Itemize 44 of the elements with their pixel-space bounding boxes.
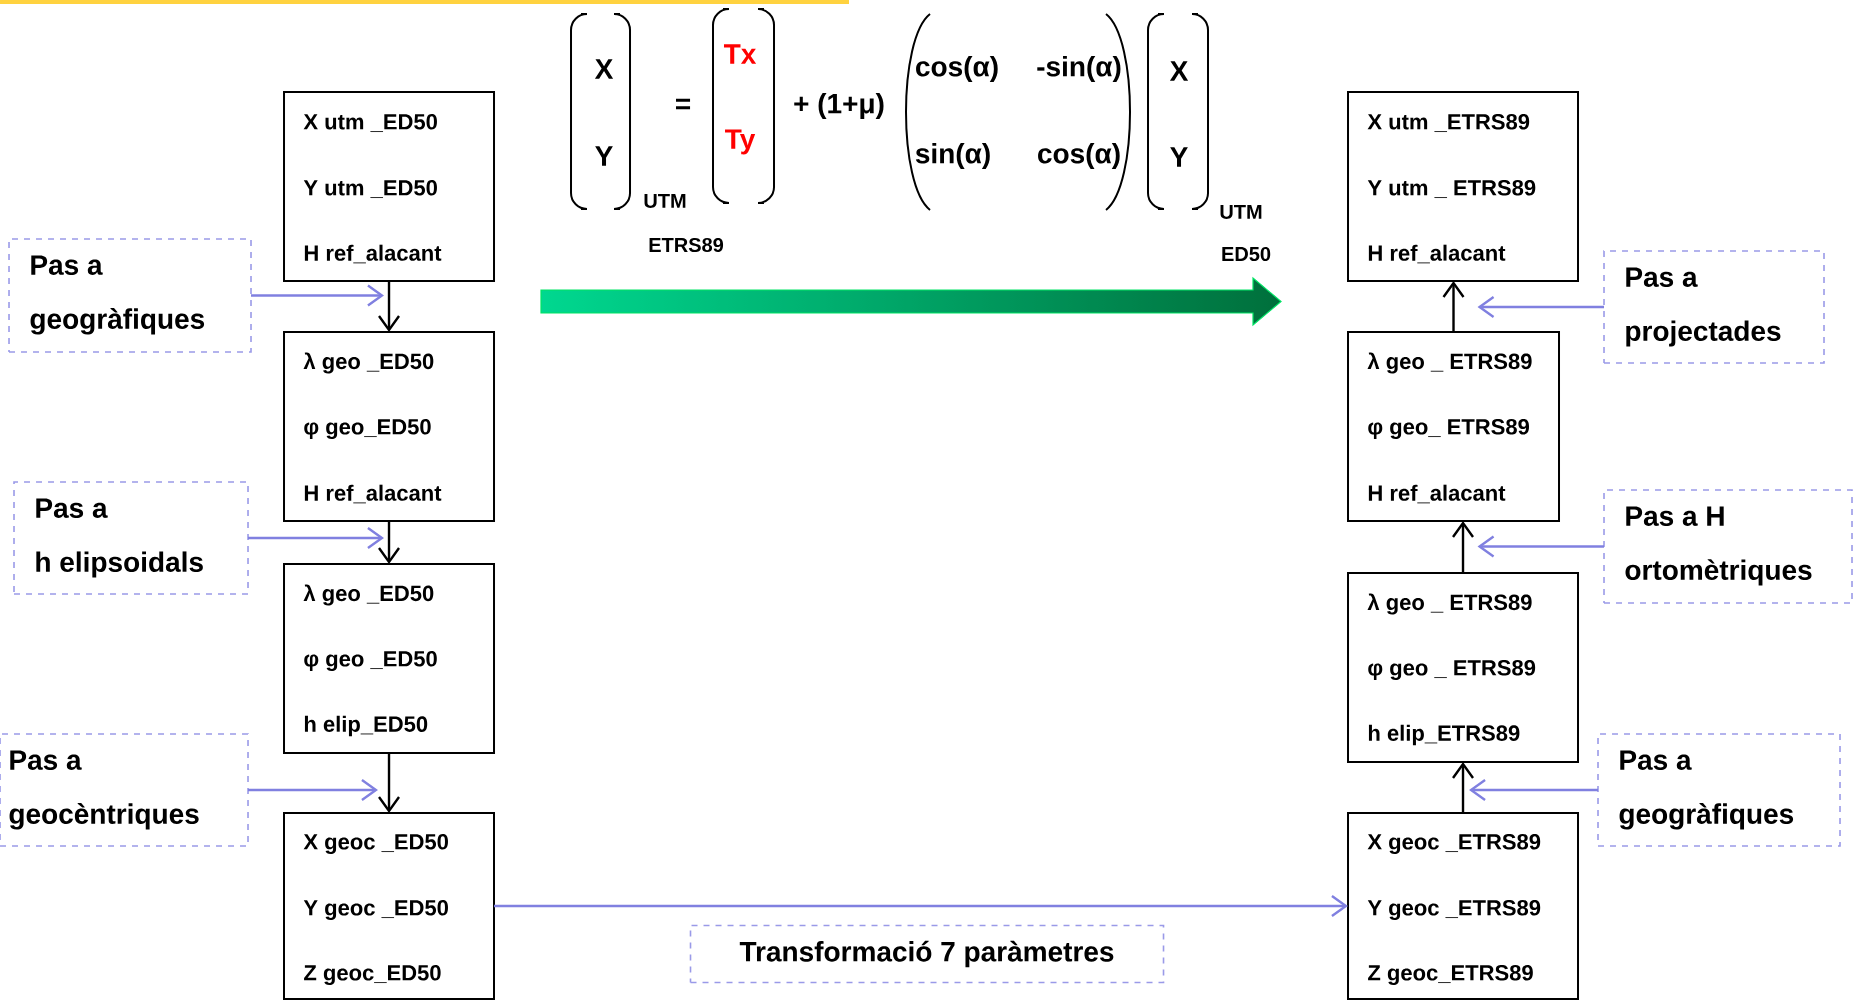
formula-term: UTM bbox=[644, 194, 686, 208]
leader-arrow bbox=[1477, 535, 1604, 558]
leader-arrow bbox=[248, 527, 384, 549]
formula-term: Y bbox=[595, 146, 613, 166]
parameter-box: Transformació 7 paràmetres bbox=[689, 924, 1165, 984]
arrow bbox=[1442, 281, 1465, 332]
leader-arrow bbox=[248, 779, 378, 801]
formula-term: cos(α) bbox=[916, 55, 998, 83]
formula-term: + (1+μ) bbox=[794, 92, 884, 120]
callout-box: Pas a H ortomètriques bbox=[1603, 489, 1853, 604]
arrow bbox=[1452, 521, 1474, 573]
formula-term: -sin(α) bbox=[1037, 55, 1121, 83]
arrow bbox=[378, 753, 400, 813]
callout-box: Pas a projectades bbox=[1603, 250, 1825, 364]
callout-box: Pas a geocèntriques bbox=[0, 733, 249, 847]
arrow bbox=[494, 895, 1348, 917]
arrow bbox=[378, 281, 400, 332]
formula-term: Ty bbox=[725, 129, 756, 155]
coordinate-box: X geoc _ED50 Y geoc _ED50 Z geoc_ED50 bbox=[283, 812, 495, 1000]
leader-arrow bbox=[1469, 779, 1598, 801]
arrow bbox=[1452, 762, 1474, 813]
formula-term: Y bbox=[1170, 147, 1188, 167]
coordinate-box: X utm _ED50 Y utm _ED50 H ref_alacant bbox=[283, 91, 495, 282]
formula-term: X bbox=[594, 59, 614, 79]
coordinate-box: X utm _ETRS89 Y utm _ ETRS89 H ref_alacant bbox=[1347, 91, 1579, 282]
formula-term: Tx bbox=[724, 44, 757, 64]
formula-term: = bbox=[676, 98, 691, 110]
formula-term: X bbox=[1169, 61, 1189, 81]
callout-box: Pas a h elipsoidals bbox=[13, 481, 249, 595]
coordinate-box: X geoc _ETRS89 Y geoc _ETRS89 Z geoc_ETRS89 bbox=[1347, 812, 1579, 1000]
formula-term: ED50 bbox=[1222, 246, 1271, 262]
callout-box: Pas a geogràfiques bbox=[8, 238, 252, 353]
formula-term: sin(α) bbox=[915, 142, 990, 170]
formula-term: UTM bbox=[1220, 205, 1262, 219]
callout-box: Pas a geogràfiques bbox=[1597, 733, 1841, 847]
coordinate-box: λ geo _ED50 φ geo _ED50 h elip_ED50 bbox=[283, 563, 495, 754]
formula-term: ETRS89 bbox=[649, 237, 724, 253]
formula-term: cos(α) bbox=[1038, 142, 1120, 170]
coordinate-box: λ geo _ ETRS89 φ geo_ ETRS89 H ref_alacant bbox=[1347, 331, 1560, 522]
leader-arrow bbox=[1477, 296, 1604, 318]
coordinate-box: λ geo _ED50 φ geo_ED50 H ref_alacant bbox=[283, 331, 495, 522]
coordinate-box: λ geo _ ETRS89 φ geo _ ETRS89 h elip_ETRS89 bbox=[1347, 572, 1579, 763]
leader-arrow bbox=[251, 284, 384, 307]
arrow bbox=[378, 521, 400, 564]
